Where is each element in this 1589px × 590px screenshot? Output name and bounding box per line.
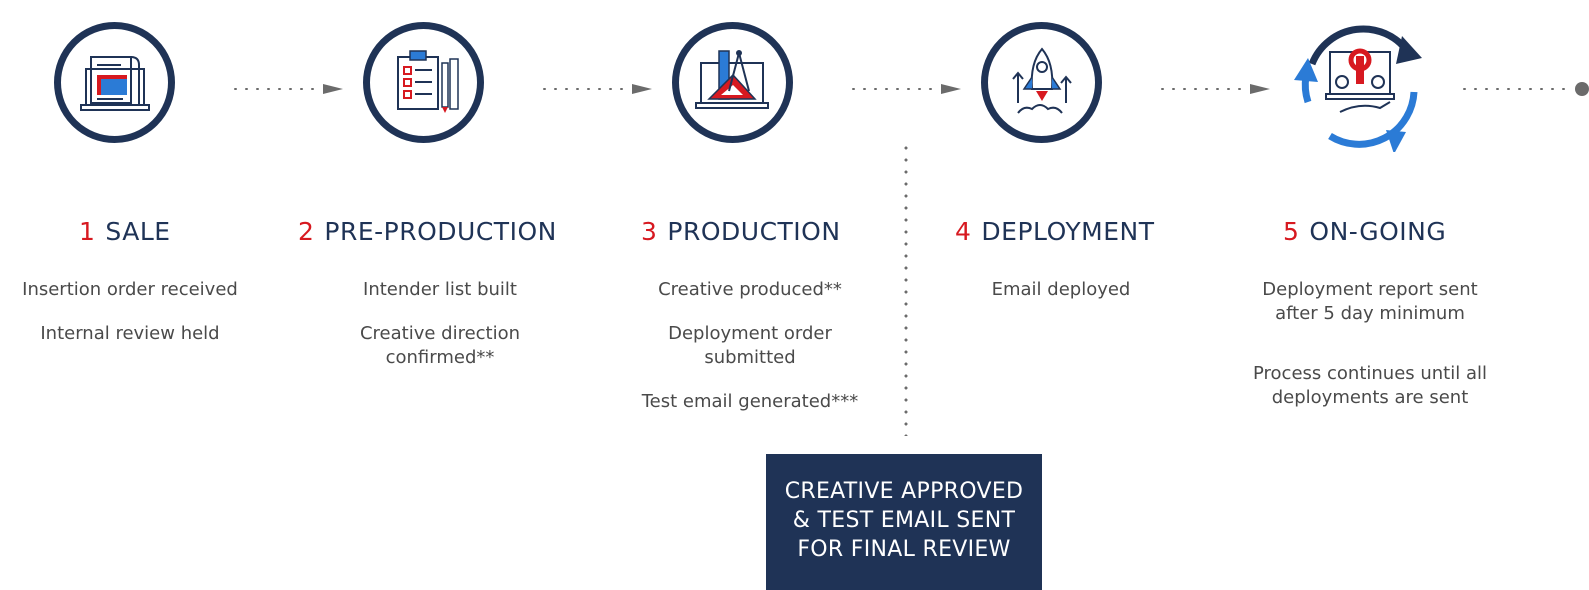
stage-2-title: 2 PRE-PRODUCTION	[298, 217, 588, 246]
list-item: Intender list built	[363, 279, 517, 300]
stage-number: 2	[298, 217, 315, 246]
flow-arrow-4-5	[1161, 84, 1270, 94]
stage-1-icon-circle	[54, 22, 175, 143]
list-item: Deployment report sent after 5 day minim…	[1262, 279, 1478, 324]
flow-arrow-2-3	[543, 84, 652, 94]
design-tools-icon	[695, 50, 769, 109]
approval-line: & TEST EMAIL SENT	[792, 508, 1016, 533]
list-item: Creative produced**	[658, 279, 842, 300]
list-item: Process continues until all deployments …	[1253, 363, 1487, 408]
list-item: Insertion order received	[22, 279, 238, 300]
stage-3-items: Creative produced** Deployment order sub…	[620, 278, 880, 434]
stage-3-title: 3 PRODUCTION	[641, 217, 871, 246]
stage-number: 5	[1283, 217, 1300, 246]
approval-line: FOR FINAL REVIEW	[797, 537, 1011, 562]
stage-1-title: 1 SALE	[79, 217, 179, 246]
stage-3-icon-circle	[672, 22, 793, 143]
stage-number: 3	[641, 217, 658, 246]
stage-4-icon-circle	[981, 22, 1102, 143]
stage-number: 1	[79, 217, 96, 246]
flow-arrow-3-4	[852, 84, 961, 94]
flow-arrow-5-end	[1463, 82, 1589, 96]
stage-number: 4	[955, 217, 972, 246]
stage-5-items: Deployment report sent after 5 day minim…	[1240, 278, 1500, 430]
stage-label: SALE	[105, 217, 171, 246]
stage-4-items: Email deployed	[931, 278, 1191, 322]
stage-label: PRE-PRODUCTION	[324, 217, 557, 246]
flow-arrow-1-2	[234, 84, 343, 94]
list-item: Internal review held	[40, 323, 220, 344]
stage-label: ON-GOING	[1309, 217, 1447, 246]
stage-1-items: Insertion order received Internal review…	[0, 278, 260, 366]
approval-line: CREATIVE APPROVED	[784, 479, 1024, 504]
list-item: Test email generated***	[641, 391, 859, 412]
laptop-document-icon	[80, 56, 150, 111]
stage-5-icon-circle	[1290, 12, 1430, 154]
list-item: Deployment order submitted	[668, 323, 832, 368]
list-item: Creative direction confirmed**	[359, 323, 521, 368]
clipboard-checklist-icon	[397, 50, 459, 113]
maintenance-cycle-icon	[1294, 25, 1422, 154]
rocket-launch-icon	[1012, 47, 1072, 114]
stage-label: PRODUCTION	[667, 217, 841, 246]
approval-box: CREATIVE APPROVED & TEST EMAIL SENT FOR …	[766, 454, 1042, 590]
approval-divider	[903, 142, 909, 436]
stage-5-title: 5 ON-GOING	[1283, 217, 1483, 246]
stage-label: DEPLOYMENT	[981, 217, 1155, 246]
stage-2-items: Intender list built Creative direction c…	[310, 278, 570, 390]
stage-2-icon-circle	[363, 22, 484, 143]
stage-4-title: 4 DEPLOYMENT	[955, 217, 1175, 246]
list-item: Email deployed	[991, 279, 1131, 300]
